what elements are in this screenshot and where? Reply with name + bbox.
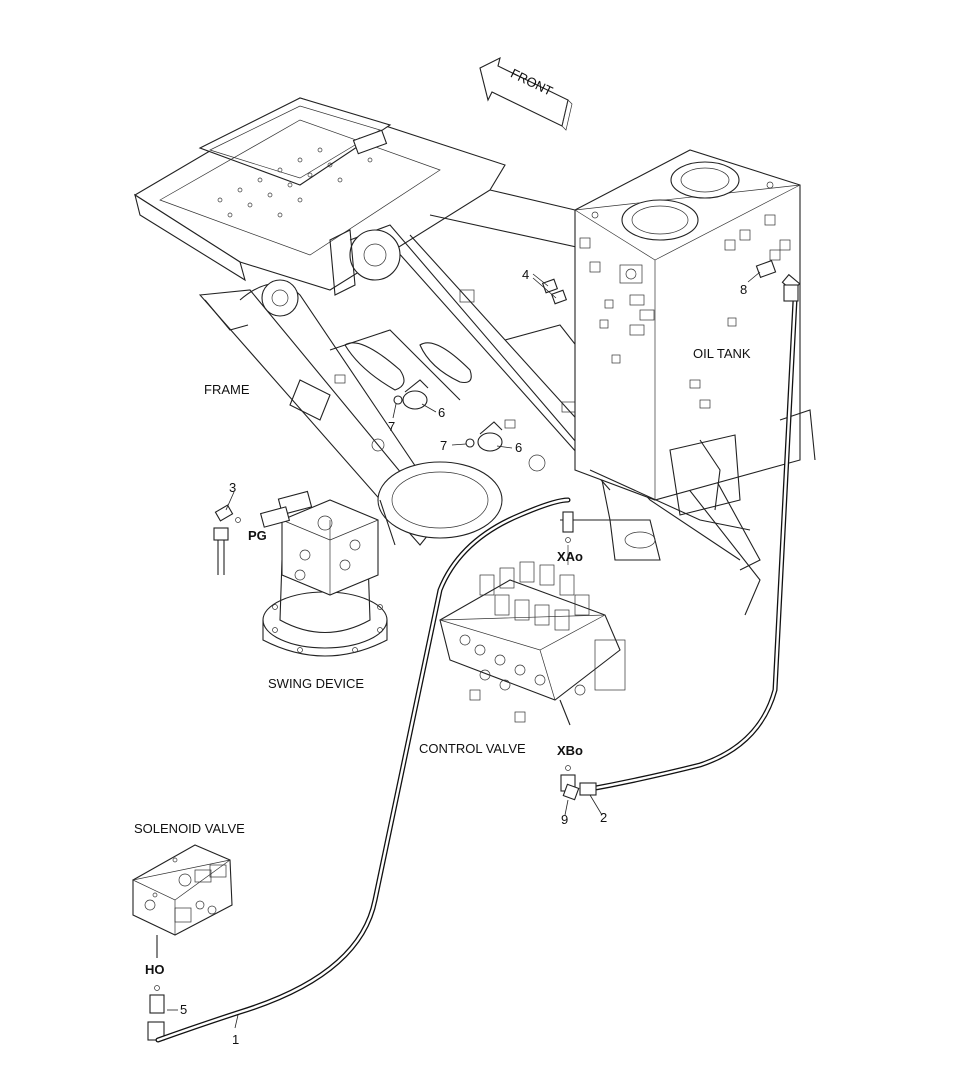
callout-6a: 6 [438,405,445,420]
callout-5: 5 [180,1002,187,1017]
port-xbo-label: XBo [557,743,583,758]
frame-structure [133,97,761,616]
callout-2: 2 [600,810,607,825]
port-xao-label: XAo [557,549,583,564]
frame-label: FRAME [204,382,250,397]
hose-clamps [393,259,801,452]
solenoid-valve [131,844,233,958]
hose-1 [155,497,571,1043]
port-ho-label: HO [145,962,165,977]
callout-6b: 6 [515,440,522,455]
xao-fitting [562,511,574,565]
leader-lines [167,271,761,1029]
callout-9: 9 [561,812,568,827]
callout-8: 8 [740,282,747,297]
oil-tank-label: OIL TANK [693,346,751,361]
solenoid-valve-label: SOLENOID VALVE [134,821,245,836]
control-valve-label: CONTROL VALVE [419,741,526,756]
callout-7b: 7 [440,438,447,453]
callout-1: 1 [232,1032,239,1047]
swing-device-label: SWING DEVICE [268,676,364,691]
callout-7a: 7 [388,419,395,434]
fitting-9 [560,765,580,801]
oil-tank [573,149,816,531]
callout-3: 3 [229,480,236,495]
fitting-3 [213,504,241,575]
fitting-5 [147,985,165,1041]
port-pg-label: PG [248,528,267,543]
control-valve [439,561,626,726]
swing-device [259,490,388,657]
hose-2 [579,284,799,796]
front-direction-arrow: FRONT [479,56,573,131]
callout-4: 4 [522,267,529,282]
